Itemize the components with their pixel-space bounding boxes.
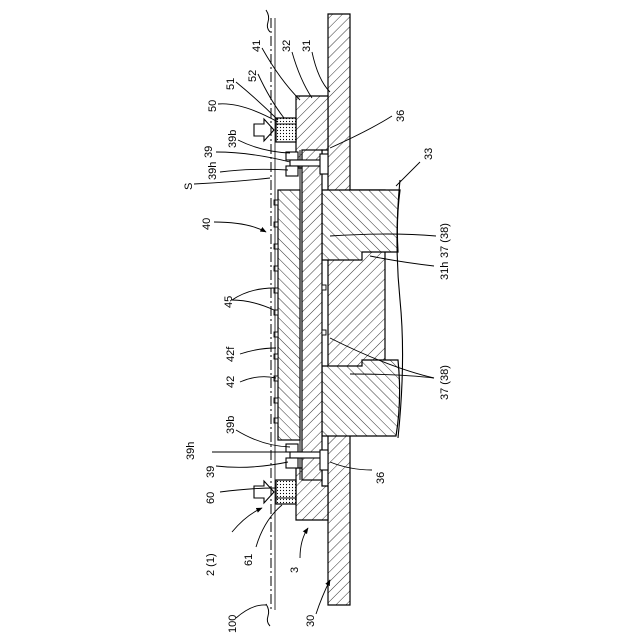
plate-40 (278, 190, 300, 440)
label-42: 42 (225, 376, 237, 388)
break-bottom (266, 604, 270, 626)
label-30: 30 (305, 615, 317, 627)
block-33-lower (322, 360, 400, 436)
label-61: 61 (243, 554, 255, 566)
label-S: S (183, 183, 195, 190)
label-45: 45 (223, 296, 235, 308)
label-39b-upper: 39b (227, 130, 239, 148)
label-3: 3 (289, 567, 301, 573)
label-52: 52 (247, 70, 259, 82)
label-39b-lower: 39b (225, 416, 237, 434)
seal-60 (276, 480, 296, 504)
label-31: 31 (301, 40, 313, 52)
label-31h: 31h (439, 262, 451, 280)
label-40: 40 (201, 218, 213, 230)
label-39-lower: 39 (205, 466, 217, 478)
label-37-38-upper: 37 (38) (439, 223, 451, 258)
notches-right (322, 285, 326, 335)
label-60: 60 (205, 492, 217, 504)
plate-31 (328, 14, 385, 605)
label-2-1: 2 (1) (205, 553, 217, 576)
label-42f: 42f (225, 346, 237, 362)
label-41: 41 (251, 40, 263, 52)
label-39-upper: 39 (203, 146, 215, 158)
break-top (266, 10, 270, 32)
label-50: 50 (207, 100, 219, 112)
label-36-lower: 36 (375, 472, 387, 484)
plate-42 (302, 150, 322, 480)
label-32: 32 (281, 40, 293, 52)
label-39h-lower: 39h (185, 442, 197, 460)
label-36-upper: 36 (395, 110, 407, 122)
seal-50 (276, 118, 296, 142)
label-39h-upper: 39h (207, 162, 219, 180)
label-100: 100 (227, 615, 239, 633)
label-37-38-lower: 37 (38) (439, 365, 451, 400)
label-33: 33 (423, 148, 435, 160)
block-33-upper (322, 190, 400, 260)
label-51: 51 (225, 78, 237, 90)
